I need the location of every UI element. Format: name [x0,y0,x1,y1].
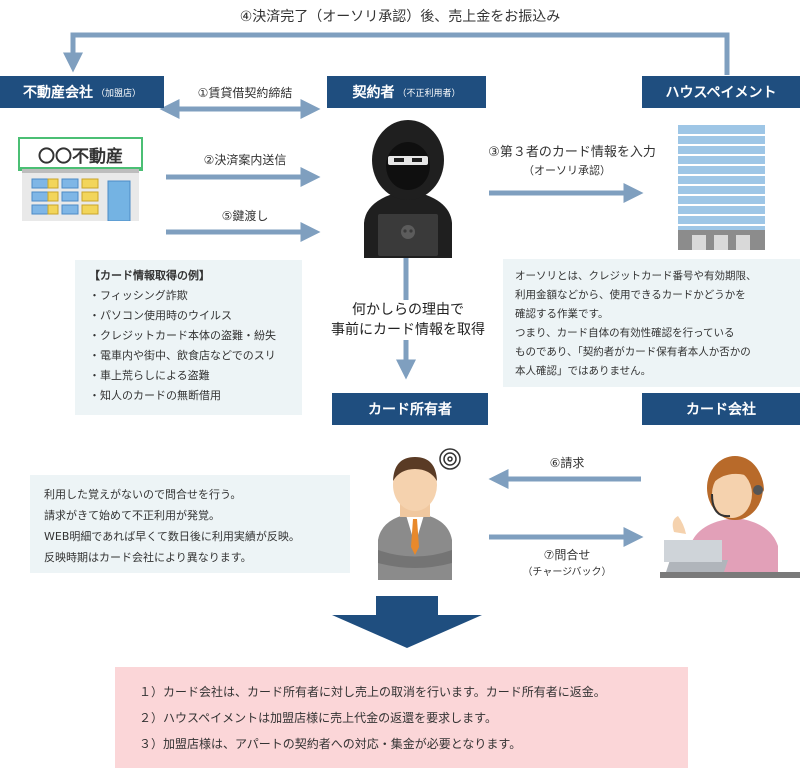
authori-note-line: つまり、カード自体の有効性確認を行っている [515,327,735,339]
realtor-label: 不動産会社（加盟店） [0,76,164,108]
cardholder-note-line: 反映時期はカード会社により異なります。 [44,551,252,564]
step-3-sub: （オーソリ承認） [523,164,611,177]
card-examples-panel: 【カード情報取得の例】 ・フィッシング詐欺 ・パソコン使用時のウイルス ・クレジ… [75,260,302,415]
authori-note-panel: オーソリとは、クレジットカード番号や有効期限、 利用金額などから、使用できるカー… [503,259,800,387]
cardholder-note-line: WEB明細であれば早くて数日後に利用実績が反映。 [44,530,300,543]
acquire-caption-line: 何かしらの理由で [352,300,464,320]
authori-note-line: オーソリとは、クレジットカード番号や有効期限、 [515,270,757,282]
hooded-fraudster-icon [364,120,452,258]
step-5-label: ⑤鍵渡し [221,209,269,223]
step-4-caption: ④決済完了（オーソリ承認）後、売上金をお振込み [239,9,561,25]
realtor-sign: 〇〇不動産 [38,147,123,167]
authori-note-line: 利用金額などから、使用できるカードかどうかを [515,289,746,301]
card-example-item: ・フィッシング詐欺 [89,289,188,302]
step-1-label: ①賃貸借契約締結 [197,86,293,100]
arrow-payment [63,32,730,75]
card-example-item: ・クレジットカード本体の盗難・紛失 [89,329,276,342]
office-building-icon [678,125,765,250]
result-line: ２）ハウスペイメントは加盟店様に売上代金の返還を要求します。 [139,711,497,725]
step-3-label: ③第３者のカード情報を入力 [488,145,656,160]
acquire-caption-line: 事前にカード情報を取得 [331,320,485,340]
authori-note-line: 本人確認」ではありません。 [515,365,652,377]
confused-man-icon [378,448,461,580]
contractor-label: 契約者（不正利用者） [327,76,486,108]
big-down-arrow [332,596,482,648]
operator-icon [660,456,800,578]
cardholder-note-line: 請求がきて始めて不正利用が発覚。 [44,509,220,522]
result-line: ３）加盟店様は、アパートの契約者への対応・集金が必要となります。 [139,737,522,751]
card-example-item: ・車上荒らしによる盗難 [89,369,210,382]
cardholder-label: カード所有者 [332,393,488,425]
cardcompany-label: カード会社 [642,393,800,425]
results-box: １）カード会社は、カード所有者に対し売上の取消を行います。カード所有者に返金。 … [115,667,688,768]
cardholder-note-panel: 利用した覚えがないので問合せを行う。 請求がきて始めて不正利用が発覚。 WEB明… [30,475,350,573]
authori-note-line: 確認する作業です。 [515,308,609,320]
cardholder-note-line: 利用した覚えがないので問合せを行う。 [44,488,242,501]
realtor-building-icon [18,137,143,221]
authori-note-line: ものであり、「契約者がカード保有者本人か否かの [515,346,751,358]
card-example-item: ・電車内や街中、飲食店などでのスリ [89,349,276,362]
step-7-label: ⑦問合せ [543,548,591,562]
card-examples-title: 【カード情報取得の例】 [89,269,210,282]
result-line: １）カード会社は、カード所有者に対し売上の取消を行います。カード所有者に返金。 [139,685,606,699]
card-example-item: ・知人のカードの無断借用 [89,389,221,402]
step-6-label: ⑥請求 [549,456,585,470]
step-7-sub: （チャージバック） [522,567,612,578]
acquire-caption: 何かしらの理由で 事前にカード情報を取得 [310,300,506,340]
card-example-item: ・パソコン使用時のウイルス [89,309,232,322]
step-2-label: ②決済案内送信 [203,153,287,167]
housepayment-label: ハウスペイメント [642,76,800,108]
